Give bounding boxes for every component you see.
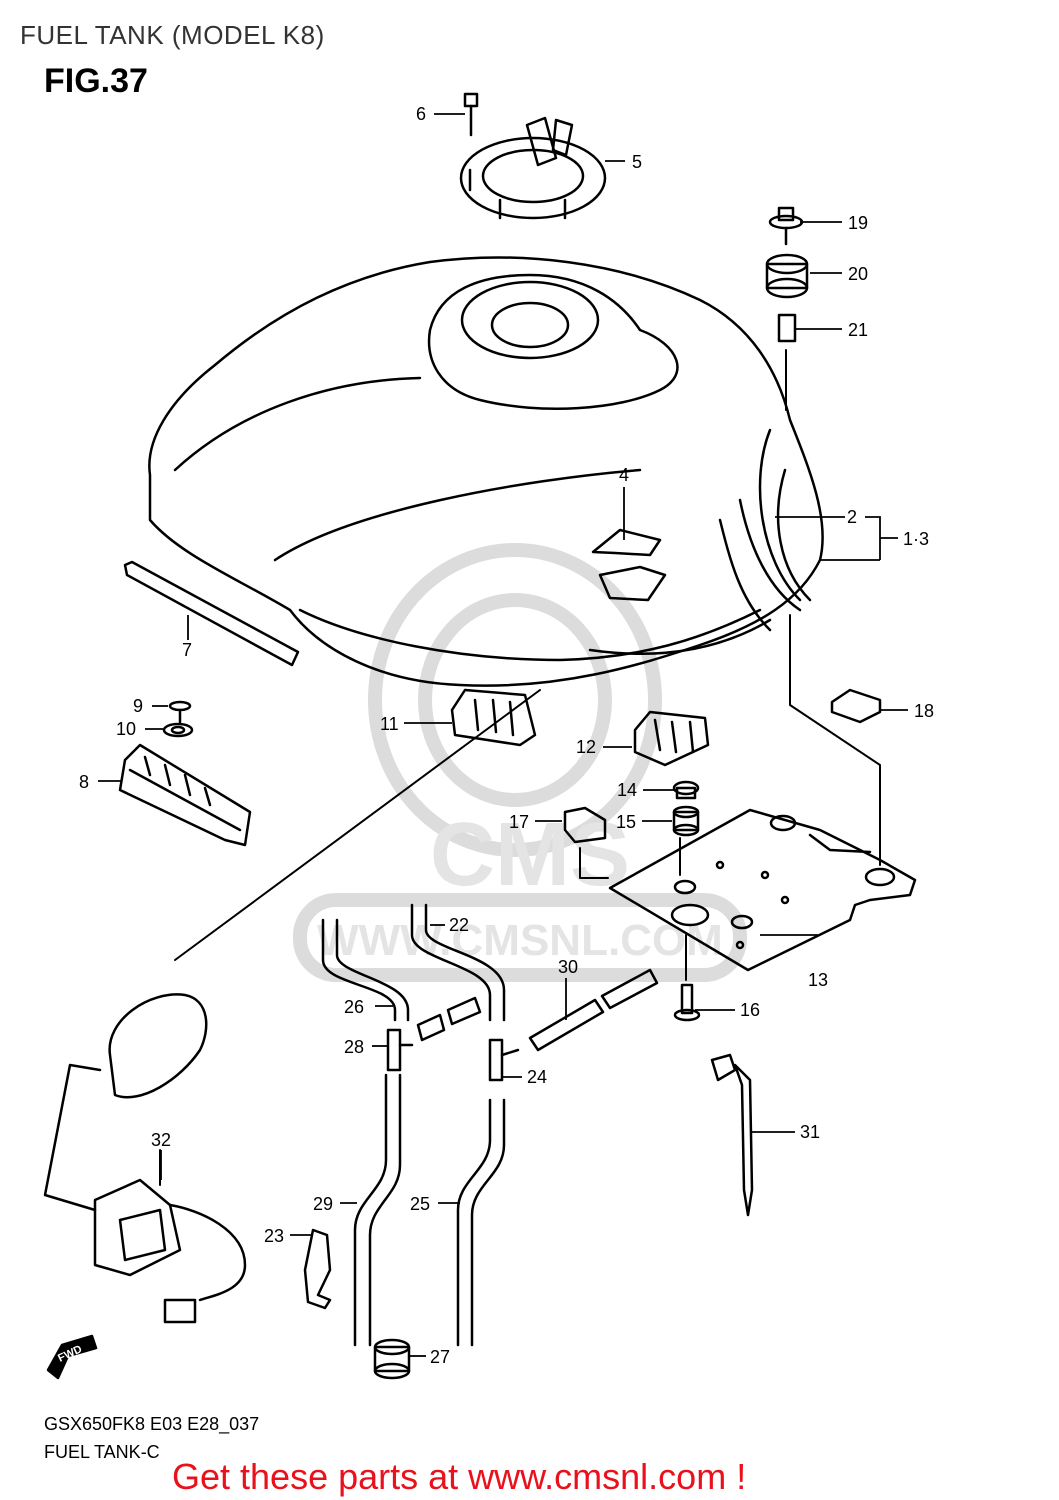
hose-short bbox=[416, 996, 482, 1042]
fuel-cap bbox=[459, 116, 607, 220]
sensor-31 bbox=[710, 1053, 754, 1217]
callout-11: 11 bbox=[380, 714, 399, 734]
callout-8: 8 bbox=[79, 772, 89, 792]
callout-25: 25 bbox=[410, 1194, 430, 1214]
watermark-url: WWW.CMSNL.COM bbox=[317, 916, 723, 965]
callout-21: 21 bbox=[848, 320, 868, 340]
callout-28: 28 bbox=[344, 1037, 364, 1057]
callout-13: 13 bbox=[808, 970, 828, 990]
hose-29 bbox=[353, 1073, 402, 1347]
clamp-27 bbox=[373, 1338, 411, 1380]
watermark bbox=[293, 543, 747, 982]
callout-17: 17 bbox=[509, 812, 529, 832]
tank-seal bbox=[123, 560, 300, 667]
callout-23: 23 bbox=[264, 1226, 284, 1246]
callout-19: 19 bbox=[848, 213, 868, 233]
mount-bolt bbox=[768, 206, 804, 246]
callout-27: 27 bbox=[430, 1347, 450, 1367]
watermark-brand: CMS bbox=[430, 805, 630, 905]
callout-12: 12 bbox=[576, 737, 596, 757]
callout-5: 5 bbox=[632, 152, 642, 172]
rubber-11 bbox=[450, 688, 537, 747]
callout-29: 29 bbox=[313, 1194, 333, 1214]
callout-32: 32 bbox=[151, 1130, 171, 1150]
page-title: FUEL TANK (MODEL K8) bbox=[20, 20, 325, 50]
cap-17 bbox=[563, 806, 607, 844]
callout-4: 4 bbox=[619, 465, 629, 485]
cushion bbox=[765, 253, 809, 299]
pad bbox=[830, 688, 882, 724]
hose-26 bbox=[321, 918, 410, 1022]
callout-7: 7 bbox=[182, 640, 192, 660]
cap-bolt bbox=[463, 92, 479, 137]
callout-26: 26 bbox=[344, 997, 364, 1017]
emblem bbox=[591, 528, 667, 602]
fuel-pump bbox=[43, 993, 247, 1324]
callout-6: 6 bbox=[416, 104, 426, 124]
joint-28 bbox=[386, 1028, 414, 1072]
fuel-tank bbox=[148, 256, 824, 687]
callout-22: 22 bbox=[449, 915, 469, 935]
callout-2: 2 bbox=[847, 507, 857, 527]
screw bbox=[168, 700, 192, 724]
clip-23 bbox=[303, 1228, 332, 1310]
hose-22 bbox=[410, 903, 506, 1022]
bolt-16 bbox=[673, 983, 701, 1022]
grommet-15 bbox=[672, 805, 700, 837]
tank-bracket bbox=[608, 808, 917, 972]
promo-link[interactable]: Get these parts at www.cmsnl.com ! bbox=[172, 1456, 747, 1497]
callout-18: 18 bbox=[914, 701, 934, 721]
callouts: 6 5 19 20 21 4 2 1·3 7 18 9 10 11 12 8 1… bbox=[79, 104, 934, 1367]
callout-10: 10 bbox=[116, 719, 136, 739]
callout-24: 24 bbox=[527, 1067, 547, 1087]
callout-9: 9 bbox=[133, 696, 143, 716]
callout-20: 20 bbox=[848, 264, 868, 284]
callout-31: 31 bbox=[800, 1122, 820, 1142]
collar bbox=[777, 313, 797, 343]
diagram-subtitle: FUEL TANK-C bbox=[44, 1442, 160, 1462]
rubber-12 bbox=[633, 710, 710, 767]
callout-1-3: 1·3 bbox=[903, 529, 929, 549]
callout-16: 16 bbox=[740, 1000, 760, 1020]
callout-14: 14 bbox=[617, 780, 637, 800]
hose-30 bbox=[528, 968, 659, 1052]
diagram-code: GSX650FK8 E03 E28_037 bbox=[44, 1414, 260, 1434]
fwd-arrow bbox=[46, 1334, 98, 1380]
cap-14 bbox=[672, 780, 700, 800]
joint-24 bbox=[488, 1038, 520, 1082]
callout-30: 30 bbox=[558, 957, 578, 977]
washer bbox=[162, 722, 194, 738]
hose-25 bbox=[456, 1098, 506, 1347]
figure-number: FIG.37 bbox=[44, 62, 148, 100]
rear-bracket bbox=[118, 743, 252, 847]
callout-15: 15 bbox=[616, 812, 636, 832]
